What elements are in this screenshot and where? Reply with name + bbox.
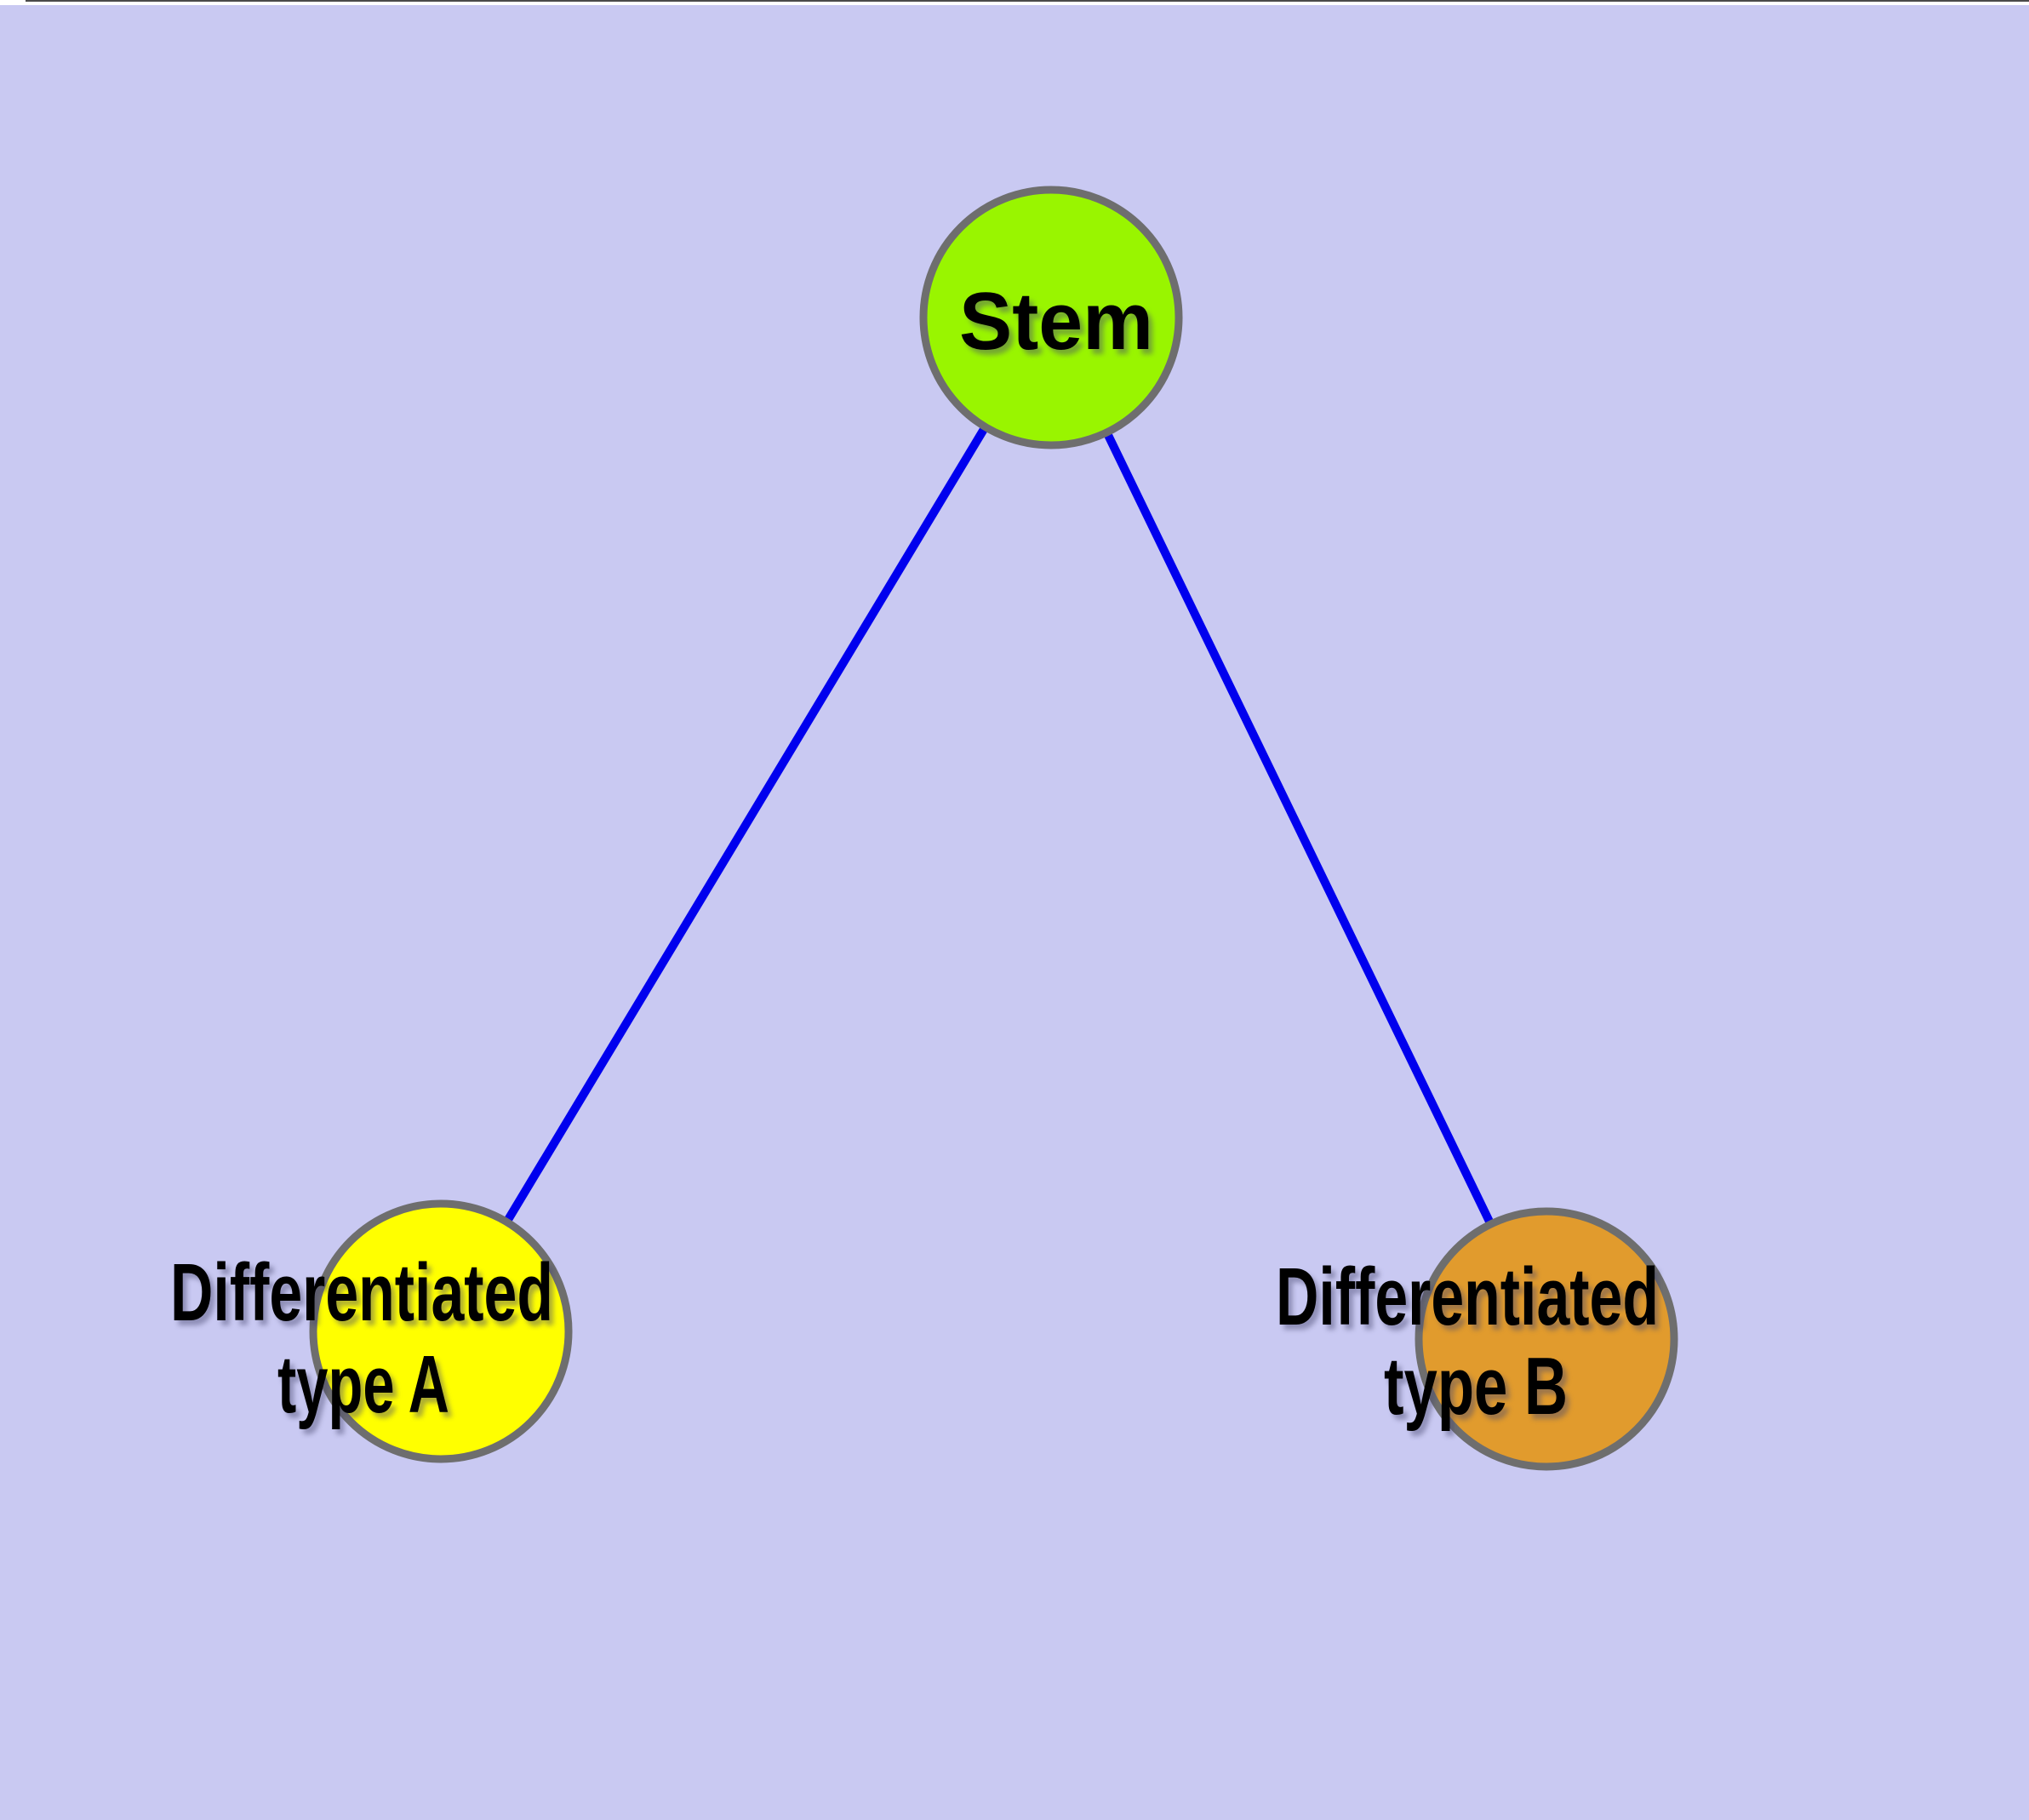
node-stem-label: Stem	[959, 276, 1153, 367]
edge-stem-to-type-a	[437, 313, 1055, 1336]
top-border-line	[26, 0, 2029, 2]
edge-stem-to-type-b	[1047, 313, 1551, 1343]
top-white-strip	[0, 0, 2029, 5]
node-type-a-label-line2: type A	[277, 1339, 449, 1430]
node-type-a-label-line1: Differentiated	[170, 1247, 553, 1338]
node-stem	[919, 186, 1183, 449]
node-type-b-label-line1: Differentiated	[1276, 1251, 1659, 1342]
node-type-b-label-line2: type B	[1384, 1341, 1568, 1432]
node-type-b	[1415, 1207, 1678, 1471]
node-type-a	[309, 1199, 573, 1463]
